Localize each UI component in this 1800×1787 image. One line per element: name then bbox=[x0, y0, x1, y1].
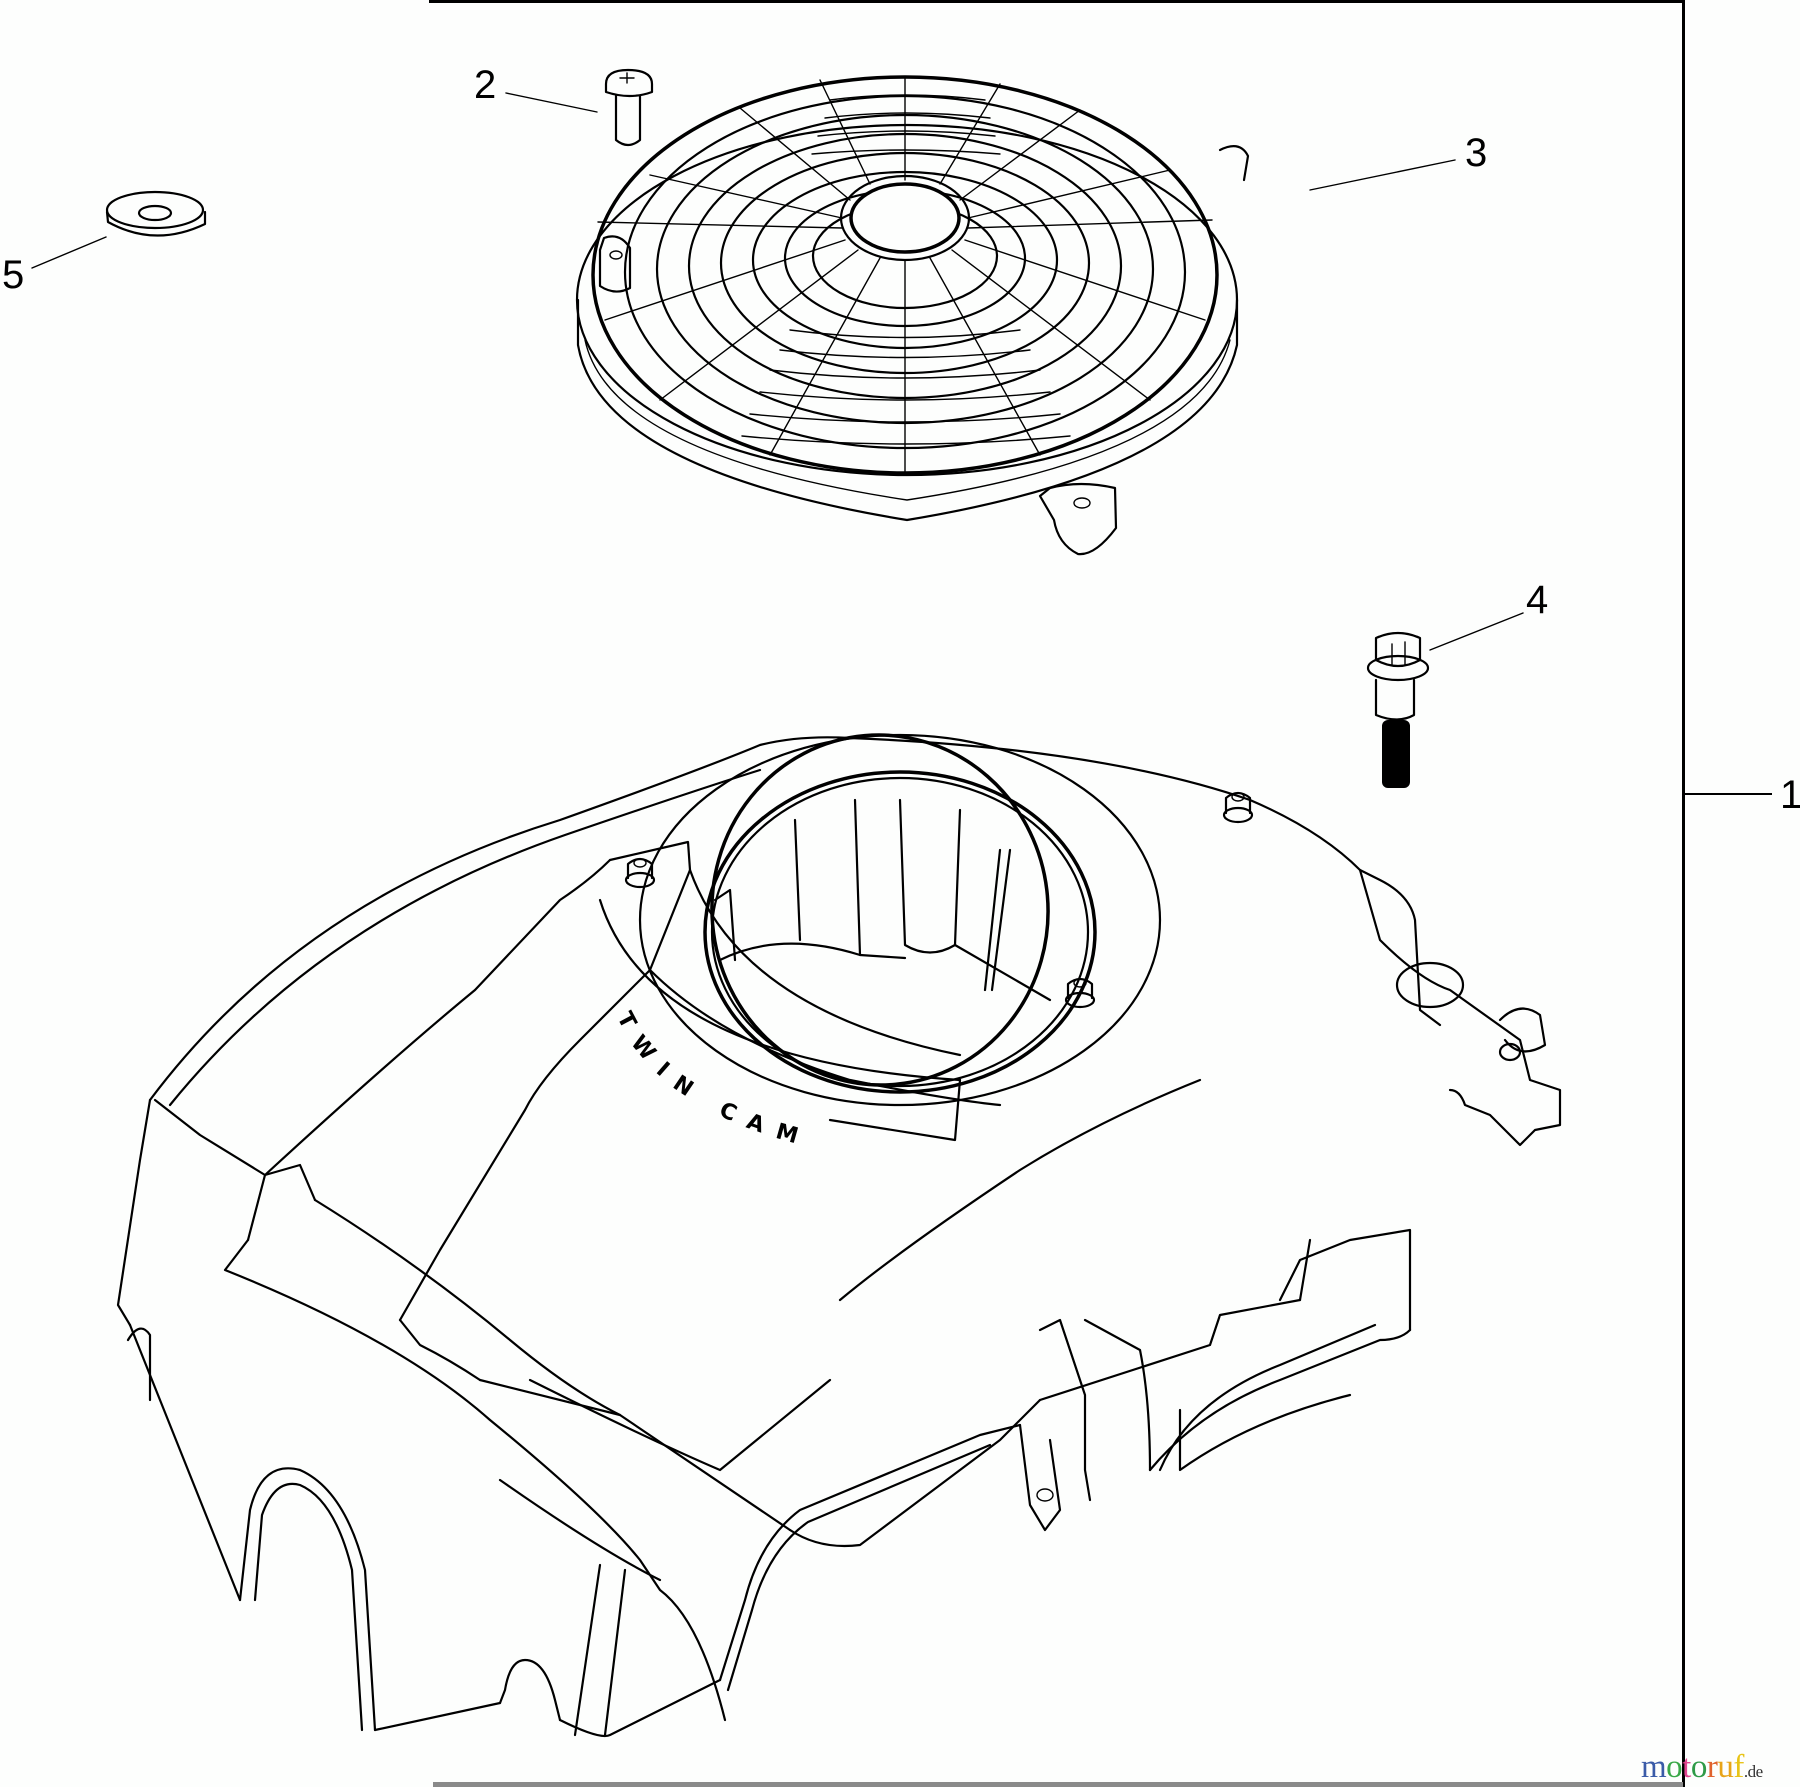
callout-number-5: 5 bbox=[2, 253, 25, 297]
callout-number-3: 3 bbox=[1465, 131, 1488, 175]
watermark-letter: u bbox=[1717, 1749, 1734, 1785]
frame-top-border bbox=[429, 0, 1685, 3]
watermark-letter: r bbox=[1706, 1749, 1718, 1785]
watermark-letter: t bbox=[1682, 1749, 1691, 1785]
callout-1-leader bbox=[1684, 793, 1772, 795]
frame-bracket-line bbox=[1682, 0, 1685, 1787]
motoruf-watermark: motoruf.de bbox=[1641, 1749, 1763, 1786]
watermark-letter: f bbox=[1733, 1749, 1744, 1785]
fan-grille-part-3 bbox=[575, 75, 1456, 556]
watermark-letter: o bbox=[1690, 1749, 1708, 1785]
mounting-bosses bbox=[624, 791, 1254, 1009]
callout-number-1: 1 bbox=[1780, 773, 1800, 817]
blower-housing-part-1: TWIN CAM bbox=[116, 733, 1562, 1738]
grille-mesh bbox=[591, 75, 1219, 475]
watermark-letter: o bbox=[1666, 1749, 1683, 1785]
watermark-letter: m bbox=[1641, 1749, 1667, 1785]
twin-cam-embossed-text: TWIN CAM bbox=[612, 1008, 815, 1153]
flange-bolt-part-4 bbox=[1366, 612, 1524, 788]
watermark-suffix: .de bbox=[1743, 1762, 1763, 1781]
washer-part-5 bbox=[31, 190, 207, 269]
callout-number-4: 4 bbox=[1526, 578, 1549, 622]
screw-part-2 bbox=[505, 68, 654, 147]
callout-number-2: 2 bbox=[474, 63, 497, 107]
frame-bottom-border bbox=[433, 1782, 1683, 1787]
